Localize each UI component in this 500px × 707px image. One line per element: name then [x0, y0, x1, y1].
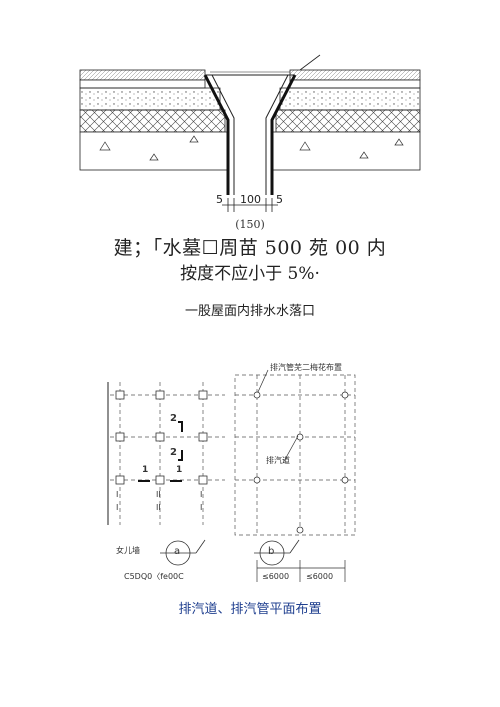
plan-left-grid [110, 382, 225, 525]
section-label-1b: 1 [176, 465, 183, 475]
dim-total: (150) [235, 218, 265, 231]
detail-label-a: a [174, 546, 181, 557]
dim-mid: 100 [240, 193, 261, 206]
plan-left-nodes [115, 390, 208, 485]
vent-pipes [253, 391, 349, 534]
section-mark-2a [178, 421, 183, 432]
plan-right-grid [235, 375, 355, 535]
section-label-1a: 1 [142, 465, 149, 475]
dim-6000-a: ≤6000 [262, 572, 290, 581]
roof-layers-right [272, 69, 421, 171]
detail-label-b: b [268, 546, 275, 557]
dim-6000-b: ≤6000 [306, 572, 334, 581]
roof-layers-left [79, 69, 229, 171]
note-line-1: 建；「水墓☐周苗 500 苑 00 内 [113, 237, 387, 259]
row-mark-i-1: I [116, 490, 119, 499]
plan-dimensions [256, 560, 346, 582]
row-mark-i-2: I [116, 503, 119, 512]
section-label-2a: 2 [170, 413, 177, 424]
parapet-label: 女儿墙 [116, 546, 140, 555]
dim-right: 5 [276, 193, 283, 206]
row-mark-i-4: I [200, 503, 203, 512]
dimension-line [222, 198, 278, 212]
section-label-2b: 2 [170, 447, 177, 458]
row-mark-i-3: I [200, 490, 203, 499]
figure-caption-2: 排汽道、排汽管平面布置 [178, 602, 322, 617]
vent-channel-note: 排汽道 [266, 456, 290, 465]
drain-funnel [203, 54, 321, 195]
dim-left: 5 [216, 193, 223, 206]
vent-pipe-note: 排汽管芜二梅花布置 [270, 363, 342, 372]
figure-caption-1: 一股屋面内排水水落口 [184, 304, 315, 319]
plan-right-frame [234, 374, 356, 536]
section-mark-2b [178, 450, 183, 461]
row-mark-ii-1: II [156, 490, 161, 499]
note-line-2: 按度不应小于 5%· [180, 264, 320, 284]
code-label: C5DQ0〈fe00C [124, 572, 184, 581]
row-mark-ii-2: II [156, 503, 161, 512]
